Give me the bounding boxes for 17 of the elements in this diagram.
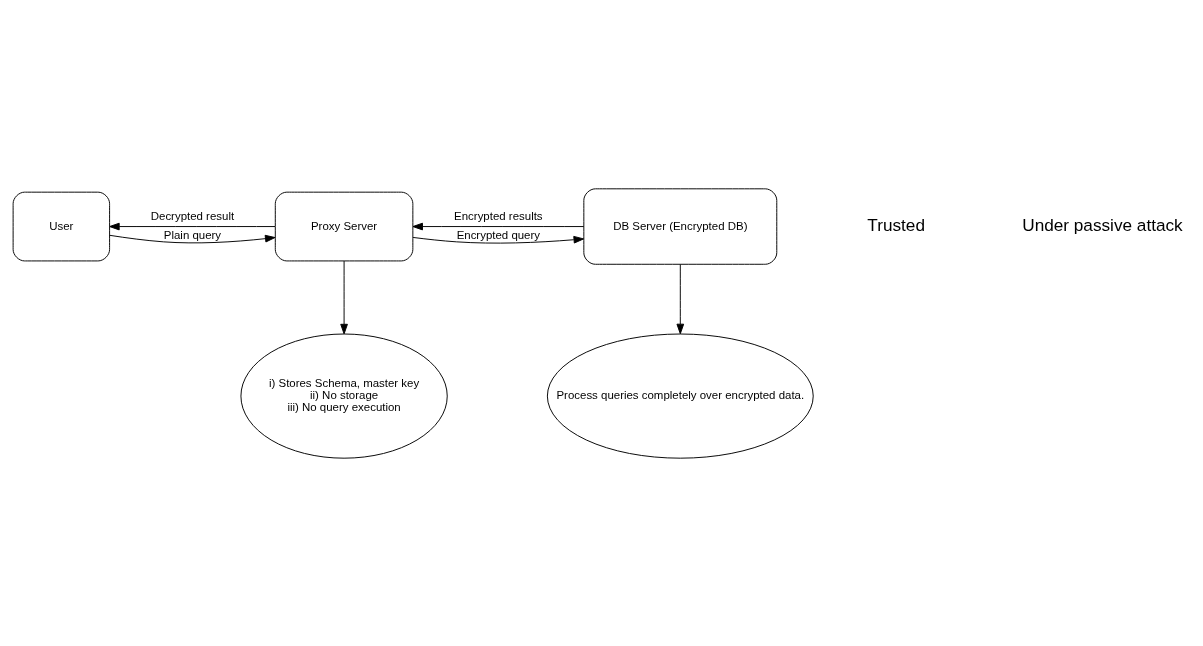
edge-label: Encrypted query <box>456 228 541 241</box>
node-ellipse: i) Stores Schema, master key ii) No storage iii) No query execution <box>240 333 448 459</box>
arrow <box>412 222 585 230</box>
arrow <box>109 222 276 230</box>
arrow <box>340 260 348 334</box>
edge-label: Encrypted results <box>454 209 543 222</box>
node-box: User <box>12 191 111 261</box>
label: Trusted <box>867 214 925 235</box>
edge-label: Plain query <box>163 228 222 241</box>
node-ellipse: Process queries completely over encrypted data. <box>546 333 814 459</box>
label: Under passive attack <box>1022 214 1183 235</box>
edge-label: Decrypted result <box>150 209 235 222</box>
arrow <box>412 235 585 244</box>
node-box: DB Server (Encrypted DB) <box>583 187 778 265</box>
arrow <box>109 234 276 243</box>
node-box: Proxy Server <box>274 191 414 261</box>
arrow <box>676 263 685 334</box>
